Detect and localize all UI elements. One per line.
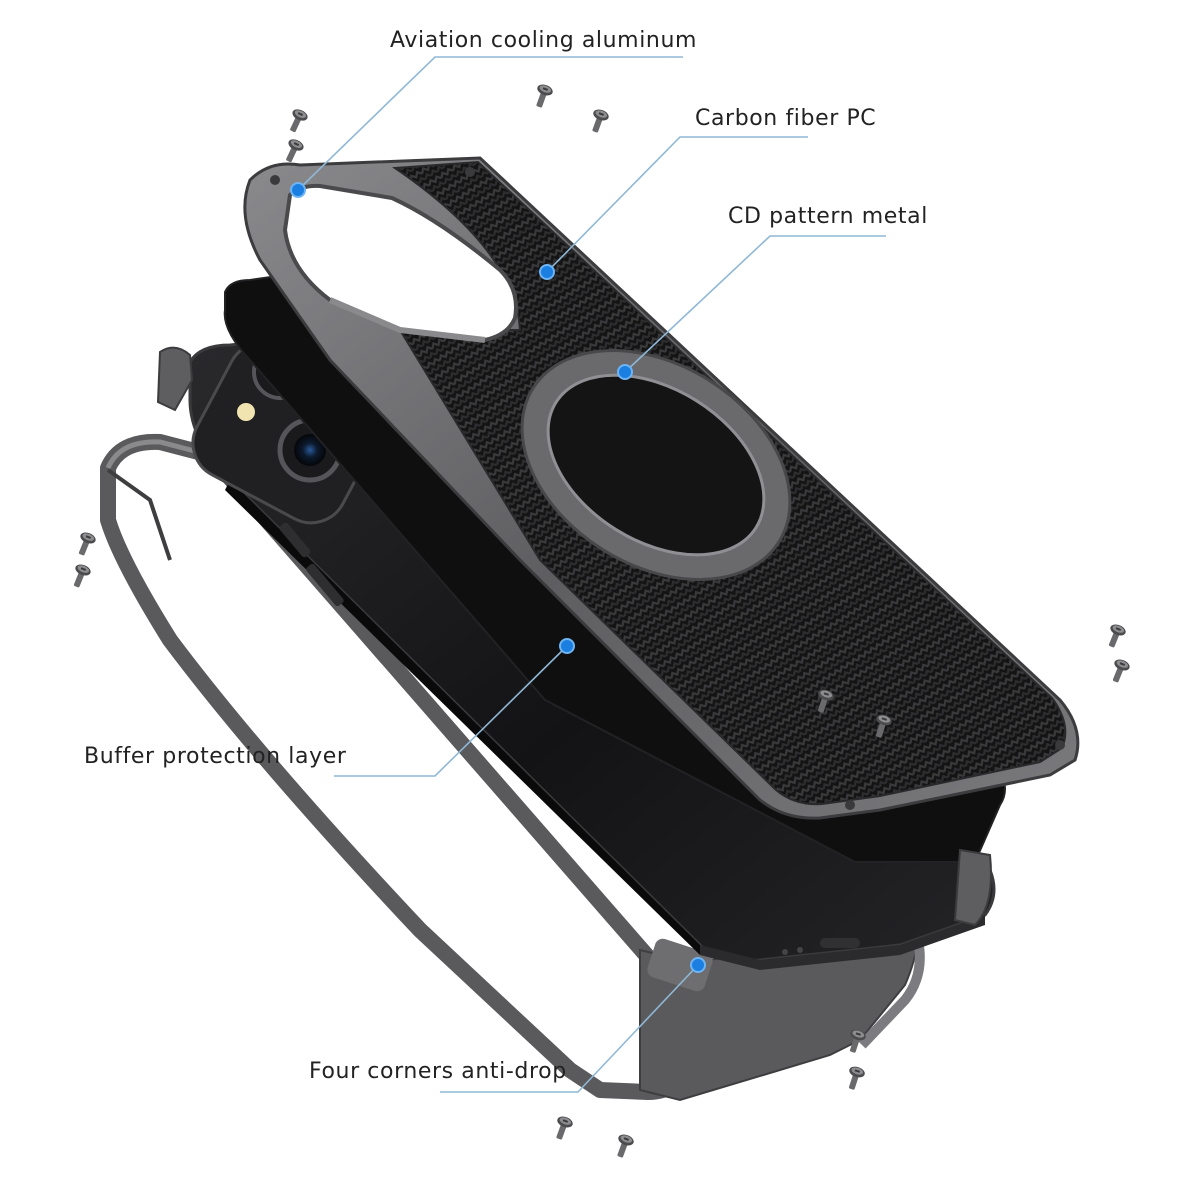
marker-dot-carbon — [539, 264, 555, 280]
leader-line-aviation — [297, 56, 683, 191]
marker-dot-cd — [617, 364, 633, 380]
marker-dot-buffer — [559, 638, 575, 654]
marker-dots — [290, 182, 706, 973]
callout-cd-pattern-metal: CD pattern metal — [728, 204, 928, 229]
leader-line-cd — [624, 235, 886, 373]
callout-aviation-cooling-aluminum: Aviation cooling aluminum — [390, 28, 698, 53]
leader-lines — [297, 56, 886, 1093]
marker-dot-aviation — [290, 182, 306, 198]
marker-dot-corners — [690, 957, 706, 973]
callout-four-corners-anti-drop: Four corners anti-drop — [309, 1059, 567, 1084]
leader-line-carbon — [546, 136, 808, 273]
leader-line-buffer — [334, 645, 568, 777]
callout-buffer-protection-layer: Buffer protection layer — [84, 744, 347, 769]
leader-line-corners — [440, 964, 699, 1093]
top-case-frame — [156, 156, 1080, 927]
callout-carbon-fiber-pc: Carbon fiber PC — [695, 106, 877, 131]
